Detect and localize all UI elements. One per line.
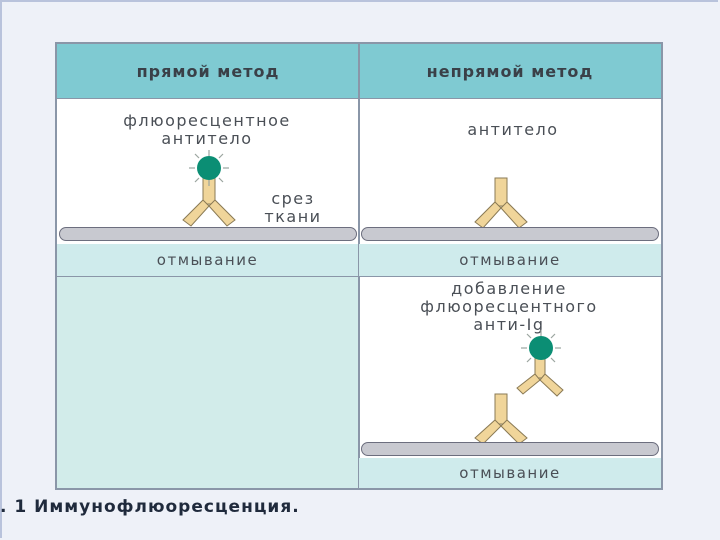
direct-wash-band: отмывание [57, 244, 358, 276]
direct-antibody-label-line2: антитело [161, 129, 253, 148]
tissue-label-line1: срез [271, 189, 315, 208]
add-label-line2: флюоресцентного [420, 297, 598, 316]
tissue-section-indirect-bottom [361, 442, 659, 456]
immunofluorescence-figure: прямой метод непрямой метод флюоресцентн… [55, 42, 663, 490]
indirect-wash-band-2: отмывание [359, 458, 661, 488]
secondary-fluorescent-antibody-icon [516, 330, 564, 397]
add-label-line3: анти-Ig [473, 315, 545, 334]
tissue-section-label: срез ткани [253, 190, 333, 226]
figure-caption: . 1 Иммунофлюоресценция. [0, 497, 300, 517]
unlabeled-antibody-icon [474, 177, 528, 229]
tissue-section-indirect-top [361, 227, 659, 241]
indirect-wash-band-1: отмывание [359, 244, 661, 276]
header-direct-method: прямой метод [57, 44, 359, 98]
fluorescent-antibody-icon [182, 150, 236, 227]
tissue-section-direct [59, 227, 357, 241]
add-label-line1: добавление [451, 279, 567, 298]
indirect-antibody-label: антитело [467, 120, 559, 139]
add-fluorescent-anti-ig-label: добавление флюоресцентного анти-Ig [369, 280, 649, 334]
direct-empty-area [57, 276, 358, 488]
header-divider [57, 98, 661, 99]
wash-band-divider [57, 276, 661, 277]
direct-antibody-label: флюоресцентное антитело [87, 112, 327, 148]
direct-antibody-label-line1: флюоресцентное [123, 111, 291, 130]
header-indirect-method: непрямой метод [359, 44, 661, 98]
tissue-label-line2: ткани [264, 207, 322, 226]
